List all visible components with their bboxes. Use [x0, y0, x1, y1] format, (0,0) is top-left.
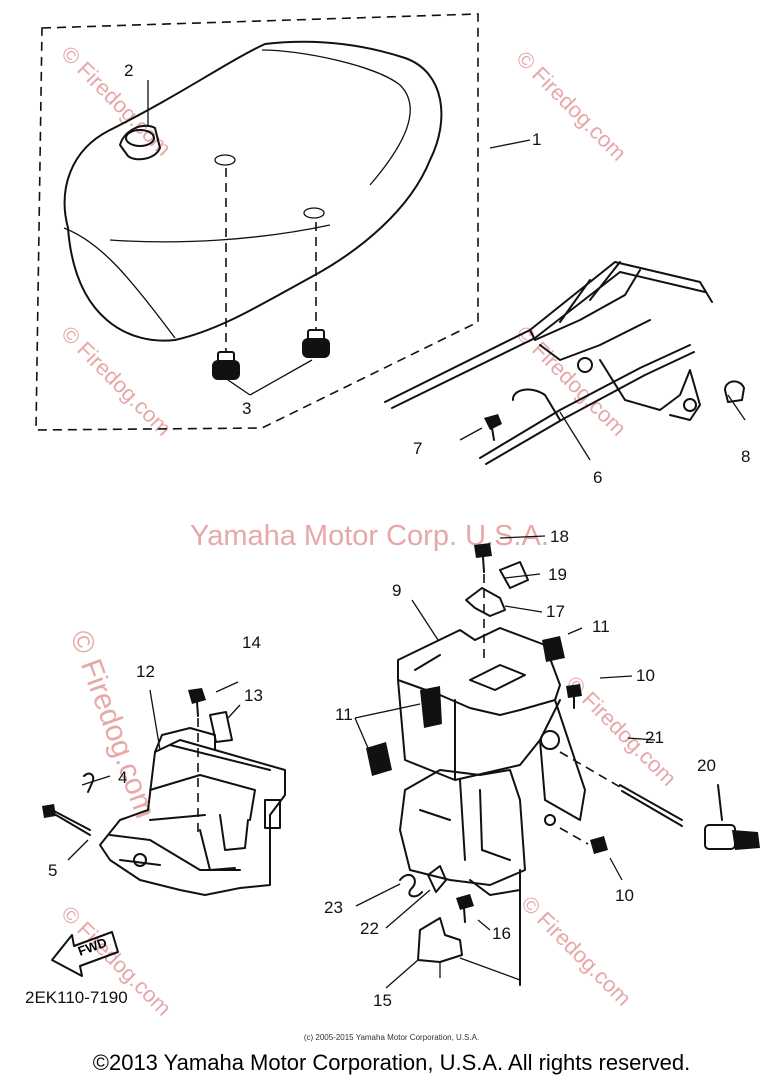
callout-12: 12	[136, 662, 155, 681]
pad-11-left	[420, 686, 442, 728]
watermark-site: © Firedog.com	[516, 891, 636, 1011]
bracket-assembly-left	[42, 681, 286, 896]
shaft-21	[619, 784, 683, 821]
bracket-12-inner	[149, 774, 256, 871]
bolt-7	[484, 414, 502, 441]
frame-9-lower	[399, 769, 526, 886]
carrier-bracket	[599, 359, 701, 421]
callout-3: 3	[242, 399, 251, 418]
lock-20	[704, 784, 760, 850]
clip-17	[465, 587, 506, 617]
frame-9-top-inner	[414, 654, 526, 691]
callouts: 1 2 3 4 5 6 7 8 9 10 10 11 11 12 13 14 1…	[48, 61, 750, 1010]
frame-assembly-right	[354, 535, 760, 989]
pad-13	[209, 711, 233, 743]
callout-21: 21	[645, 728, 664, 747]
callout-11-right: 11	[592, 617, 610, 636]
callout-18: 18	[550, 527, 569, 546]
cotter-pin-4	[83, 772, 95, 793]
callout-14: 14	[242, 633, 261, 652]
bolt-18	[474, 543, 492, 573]
bracket-12-leg	[109, 834, 241, 871]
diagram-code: 2EK110-7190	[25, 988, 128, 1007]
callout-23: 23	[324, 898, 343, 917]
bolt-10-upper	[566, 684, 582, 709]
seat-hook-top	[125, 129, 155, 147]
bolt-14	[188, 688, 206, 717]
bracket-12-body	[99, 739, 286, 896]
carrier-rail-long	[384, 261, 713, 403]
carrier-mount-2	[577, 357, 593, 373]
callout-22: 22	[360, 919, 379, 938]
callout-1: 1	[532, 130, 541, 149]
callout-10-upper: 10	[636, 666, 655, 685]
frame-9-hole-2	[544, 814, 556, 826]
callout-11-left: 11	[335, 705, 353, 724]
callout-5: 5	[48, 861, 57, 880]
callout-13: 13	[244, 686, 263, 705]
bolt-10-lower	[590, 836, 608, 854]
callout-15: 15	[373, 991, 392, 1010]
spring-23	[399, 874, 423, 898]
seat-dashed-outline	[35, 13, 479, 431]
pad-11-bottom	[366, 742, 392, 776]
rear-carrier	[384, 261, 746, 465]
callout-10-lower: 10	[615, 886, 634, 905]
callout-6: 6	[593, 468, 602, 487]
copyright-footer: ©2013 Yamaha Motor Corporation, U.S.A. A…	[92, 1050, 691, 1075]
carrier-crossbars	[539, 261, 651, 361]
cap-nut-8	[724, 380, 745, 403]
damper-front	[212, 351, 240, 380]
carrier-rail-low-2	[485, 351, 695, 465]
watermark-site: © Firedog.com	[511, 46, 631, 166]
callout-7: 7	[413, 439, 422, 458]
callout-19: 19	[548, 565, 567, 584]
damper-rear	[302, 329, 330, 358]
watermark-site-large: © Firedog.com	[63, 626, 161, 823]
watermark-site: © Firedog.com	[56, 321, 176, 441]
bolt-16	[456, 894, 474, 923]
bracket-15	[417, 917, 463, 963]
callout-17: 17	[546, 602, 565, 621]
pad-19	[499, 561, 529, 589]
bolt-5	[42, 804, 91, 836]
frame-9-lower-inner	[419, 779, 511, 861]
callout-16: 16	[492, 924, 511, 943]
callout-9: 9	[392, 581, 401, 600]
callout-8: 8	[741, 447, 750, 466]
seat-piping-top	[261, 49, 411, 186]
carrier-frame	[529, 269, 641, 341]
small-copyright: (c) 2005-2015 Yamaha Motor Corporation, …	[303, 1033, 480, 1042]
seat-hole-front	[214, 154, 236, 166]
carrier-mount	[683, 398, 697, 412]
seat-assembly	[35, 13, 531, 431]
frame-9-leg	[469, 869, 521, 986]
frame-9-hole	[540, 730, 560, 750]
seat-crease	[109, 224, 331, 243]
bracket-12-clip	[264, 799, 281, 829]
carrier-rail-long-2	[391, 271, 706, 409]
carrier-rail-low	[479, 344, 691, 459]
callout-2: 2	[124, 61, 133, 80]
callout-4: 4	[118, 768, 127, 787]
seat-piping	[63, 227, 176, 339]
watermark-main: Yamaha Motor Corp. U.S.A.	[190, 520, 549, 552]
lever-22	[427, 865, 447, 893]
pad-11-top	[542, 636, 565, 662]
watermarks: Yamaha Motor Corp. U.S.A. © Firedog.com …	[56, 41, 681, 1021]
seat-hole-rear	[303, 207, 325, 219]
carrier-stay	[512, 388, 561, 421]
callout-20: 20	[697, 756, 716, 775]
bracket-12-hole	[133, 853, 147, 867]
